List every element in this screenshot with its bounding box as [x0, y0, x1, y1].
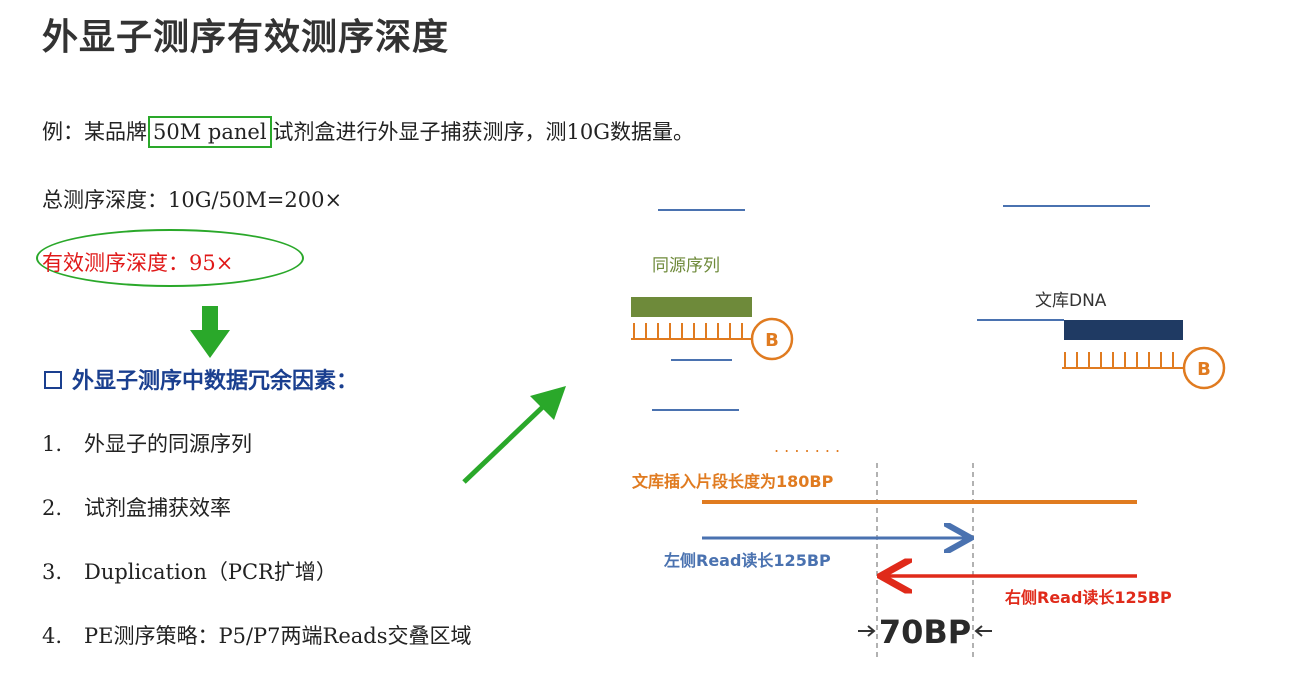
list-item-text: 外显子的同源序列 — [84, 432, 252, 456]
example-suffix: 试剂盒进行外显子捕获测序，测10G数据量。 — [272, 120, 695, 144]
library-dna-block — [1064, 320, 1183, 340]
bead-label: B — [765, 330, 779, 351]
list-item-number: 3. — [42, 560, 63, 584]
bead-icon — [750, 317, 794, 361]
list-item: 2. 试剂盒捕获效率 — [42, 492, 231, 522]
example-prefix: 例：某品牌 — [42, 120, 147, 144]
effective-depth-oval — [36, 229, 304, 287]
list-item-text: PE测序策略：P5/P7两端Reads交叠区域 — [84, 624, 472, 648]
list-item-text: 试剂盒捕获效率 — [84, 496, 231, 520]
list-item-number: 2. — [42, 496, 63, 520]
library-dna-label: 文库DNA — [1035, 291, 1107, 311]
list-item-number: 1. — [42, 432, 63, 456]
right-read-label: 右侧Read读长125BP — [1005, 588, 1172, 607]
down-arrow-icon — [190, 306, 230, 358]
ellipsis-dots: . . . . . . . — [774, 437, 840, 456]
probe-comb-right — [1062, 352, 1183, 369]
overlap-measure — [858, 625, 992, 637]
overlap-label: 70BP — [879, 613, 971, 651]
homologous-block — [631, 297, 752, 317]
total-depth: 总测序深度：10G/50M=200× — [42, 188, 343, 212]
probe-comb-left — [631, 323, 752, 340]
effective-depth: 有效测序深度：95× — [42, 251, 234, 275]
section-title-text: 外显子测序中数据冗余因素： — [72, 369, 359, 394]
list-item: 3. Duplication（PCR扩增） — [42, 556, 337, 586]
insert-length-label: 文库插入片段长度为180BP — [632, 472, 834, 491]
panel-highlight: 50M panel — [148, 116, 272, 148]
homologous-label: 同源序列 — [652, 256, 720, 276]
bead-icon — [1182, 346, 1226, 390]
section-title: 外显子测序中数据冗余因素： — [44, 363, 358, 395]
checkbox-square-icon — [44, 371, 62, 389]
list-item-text: Duplication（PCR扩增） — [84, 560, 337, 584]
list-item-number: 4. — [42, 624, 63, 648]
left-read-label: 左侧Read读长125BP — [663, 551, 831, 570]
page-title: 外显子测序有效测序深度 — [42, 17, 450, 58]
bead-label: B — [1197, 359, 1211, 380]
list-item: 1. 外显子的同源序列 — [42, 428, 252, 458]
list-item: 4. PE测序策略：P5/P7两端Reads交叠区域 — [42, 620, 472, 650]
diagonal-arrow-icon — [462, 386, 566, 484]
